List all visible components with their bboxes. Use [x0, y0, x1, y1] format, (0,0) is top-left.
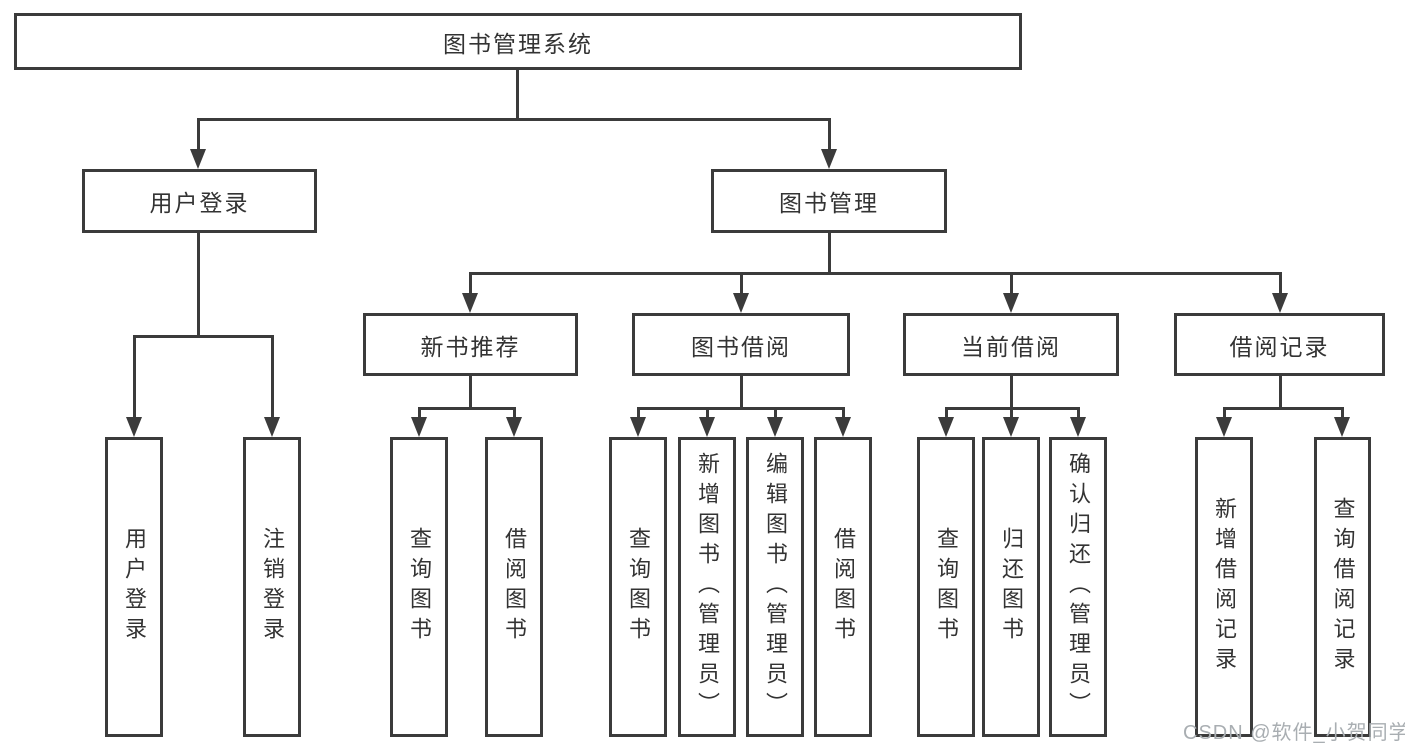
leaf-recommend-borrow-books: 借阅图书 [485, 437, 543, 737]
leaf-borrowing-edit-books-admin: 编辑图书（管理员） [746, 437, 804, 737]
arrow-down-icon [126, 417, 142, 437]
connector-line [469, 272, 1282, 275]
arrow-down-icon [630, 417, 646, 437]
connector-line [513, 407, 516, 418]
leaf-recommend-query-books: 查询图书 [390, 437, 448, 737]
arrow-down-icon [821, 149, 837, 169]
arrow-down-icon [190, 149, 206, 169]
connector-line [828, 118, 831, 150]
connector-line [637, 407, 845, 410]
csdn-watermark: CSDN @软件_小贺同学 [1183, 722, 1405, 744]
connector-line [133, 335, 273, 338]
leaf-borrowing-add-books-admin: 新增图书（管理员） [678, 437, 736, 737]
connector-line [133, 335, 136, 418]
connector-line [706, 407, 709, 418]
connector-line [1077, 407, 1080, 418]
connector-line [418, 407, 421, 418]
connector-line [197, 233, 200, 337]
node-book-management: 图书管理 [711, 169, 947, 233]
connector-line [1010, 407, 1013, 418]
connector-line [516, 70, 519, 118]
arrow-down-icon [1272, 293, 1288, 313]
arrow-down-icon [1003, 293, 1019, 313]
connector-line [1223, 407, 1226, 418]
arrow-down-icon [462, 293, 478, 313]
arrow-down-icon [938, 417, 954, 437]
leaf-logout: 注销登录 [243, 437, 301, 737]
arrow-down-icon [1216, 417, 1232, 437]
node-borrowing-records: 借阅记录 [1174, 313, 1385, 376]
arrow-down-icon [699, 417, 715, 437]
connector-line [469, 376, 472, 409]
arrow-down-icon [411, 417, 427, 437]
connector-line [774, 407, 777, 418]
connector-line [637, 407, 640, 418]
arrow-down-icon [506, 417, 522, 437]
connector-line [842, 407, 845, 418]
node-library-management-system: 图书管理系统 [14, 13, 1022, 70]
arrow-down-icon [767, 417, 783, 437]
leaf-borrowing-query-books: 查询图书 [609, 437, 667, 737]
node-current-borrowing: 当前借阅 [903, 313, 1119, 376]
leaf-current-return-books: 归还图书 [982, 437, 1040, 737]
connector-line [740, 376, 743, 409]
connector-line [1341, 407, 1344, 418]
connector-line [945, 407, 948, 418]
node-book-borrowing: 图书借阅 [632, 313, 850, 376]
connector-line [271, 335, 274, 418]
connector-line [1010, 376, 1013, 409]
connector-line [197, 118, 200, 150]
connector-line [1223, 407, 1344, 410]
arrow-down-icon [264, 417, 280, 437]
arrow-down-icon [1334, 417, 1350, 437]
connector-line [740, 272, 743, 294]
leaf-current-confirm-return-admin: 确认归还（管理员） [1049, 437, 1107, 737]
connector-line [828, 233, 831, 274]
leaf-borrowing-borrow-books: 借阅图书 [814, 437, 872, 737]
node-user-login: 用户登录 [82, 169, 317, 233]
leaf-records-query-record: 查询借阅记录 [1314, 437, 1371, 737]
arrow-down-icon [1003, 417, 1019, 437]
arrow-down-icon [1070, 417, 1086, 437]
leaf-records-add-record: 新增借阅记录 [1195, 437, 1253, 737]
arrow-down-icon [835, 417, 851, 437]
connector-line [418, 407, 516, 410]
arrow-down-icon [733, 293, 749, 313]
connector-line [469, 272, 472, 294]
connector-line [197, 118, 831, 121]
connector-line [1279, 376, 1282, 409]
leaf-current-query-books: 查询图书 [917, 437, 975, 737]
connector-line [1010, 272, 1013, 294]
node-new-book-recommendation: 新书推荐 [363, 313, 578, 376]
leaf-user-login: 用户登录 [105, 437, 163, 737]
connector-line [1279, 272, 1282, 294]
